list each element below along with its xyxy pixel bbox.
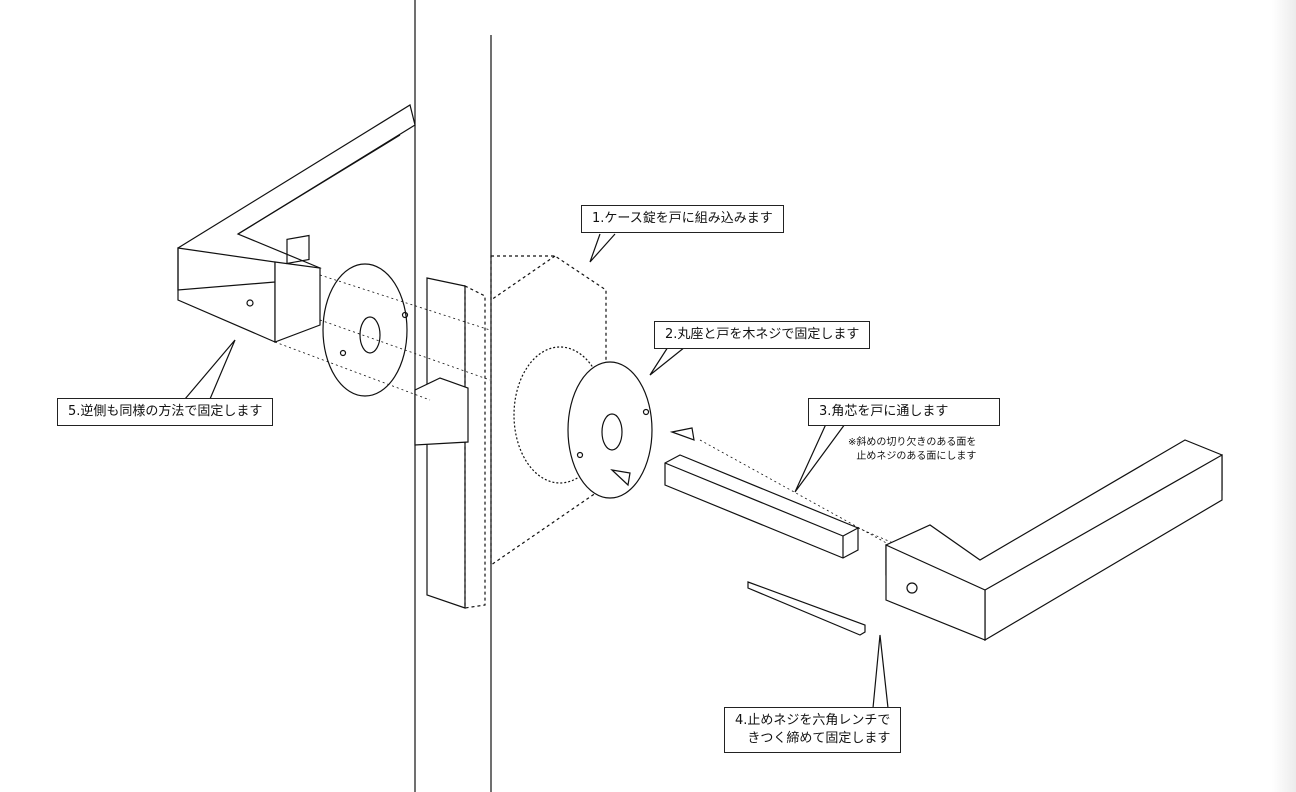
wood-screws — [610, 427, 695, 487]
callout-step1: 1.ケース錠を戸に組み込みます — [581, 205, 784, 233]
step4-line2: きつく締めて固定します — [747, 731, 891, 746]
right-rosette — [513, 346, 653, 499]
step3-note-line2: 止めネジのある面にします — [856, 451, 977, 462]
left-lever-handle — [177, 104, 416, 343]
hex-wrench — [747, 581, 866, 636]
step3-note: ※斜めの切り欠きのある面を 止めネジのある面にします — [848, 436, 976, 464]
callout-step5: 5.逆側も同様の方法で固定します — [57, 398, 274, 426]
callout-step3: 3.角芯を戸に通します — [808, 398, 1000, 426]
step4-line1: 4.止めネジを六角レンチで — [735, 713, 891, 728]
right-lever-handle — [885, 439, 1223, 642]
step3-note-line1: ※斜めの切り欠きのある面を — [848, 437, 977, 448]
square-spindle — [664, 454, 859, 559]
callout-step2: 2.丸座と戸を木ネジで固定します — [654, 321, 871, 349]
left-rosette — [322, 263, 409, 397]
callout-pointers — [184, 233, 889, 709]
callout-step4: 4.止めネジを六角レンチで きつく締めて固定します — [724, 707, 902, 753]
page-edge-shadow — [1272, 0, 1296, 792]
